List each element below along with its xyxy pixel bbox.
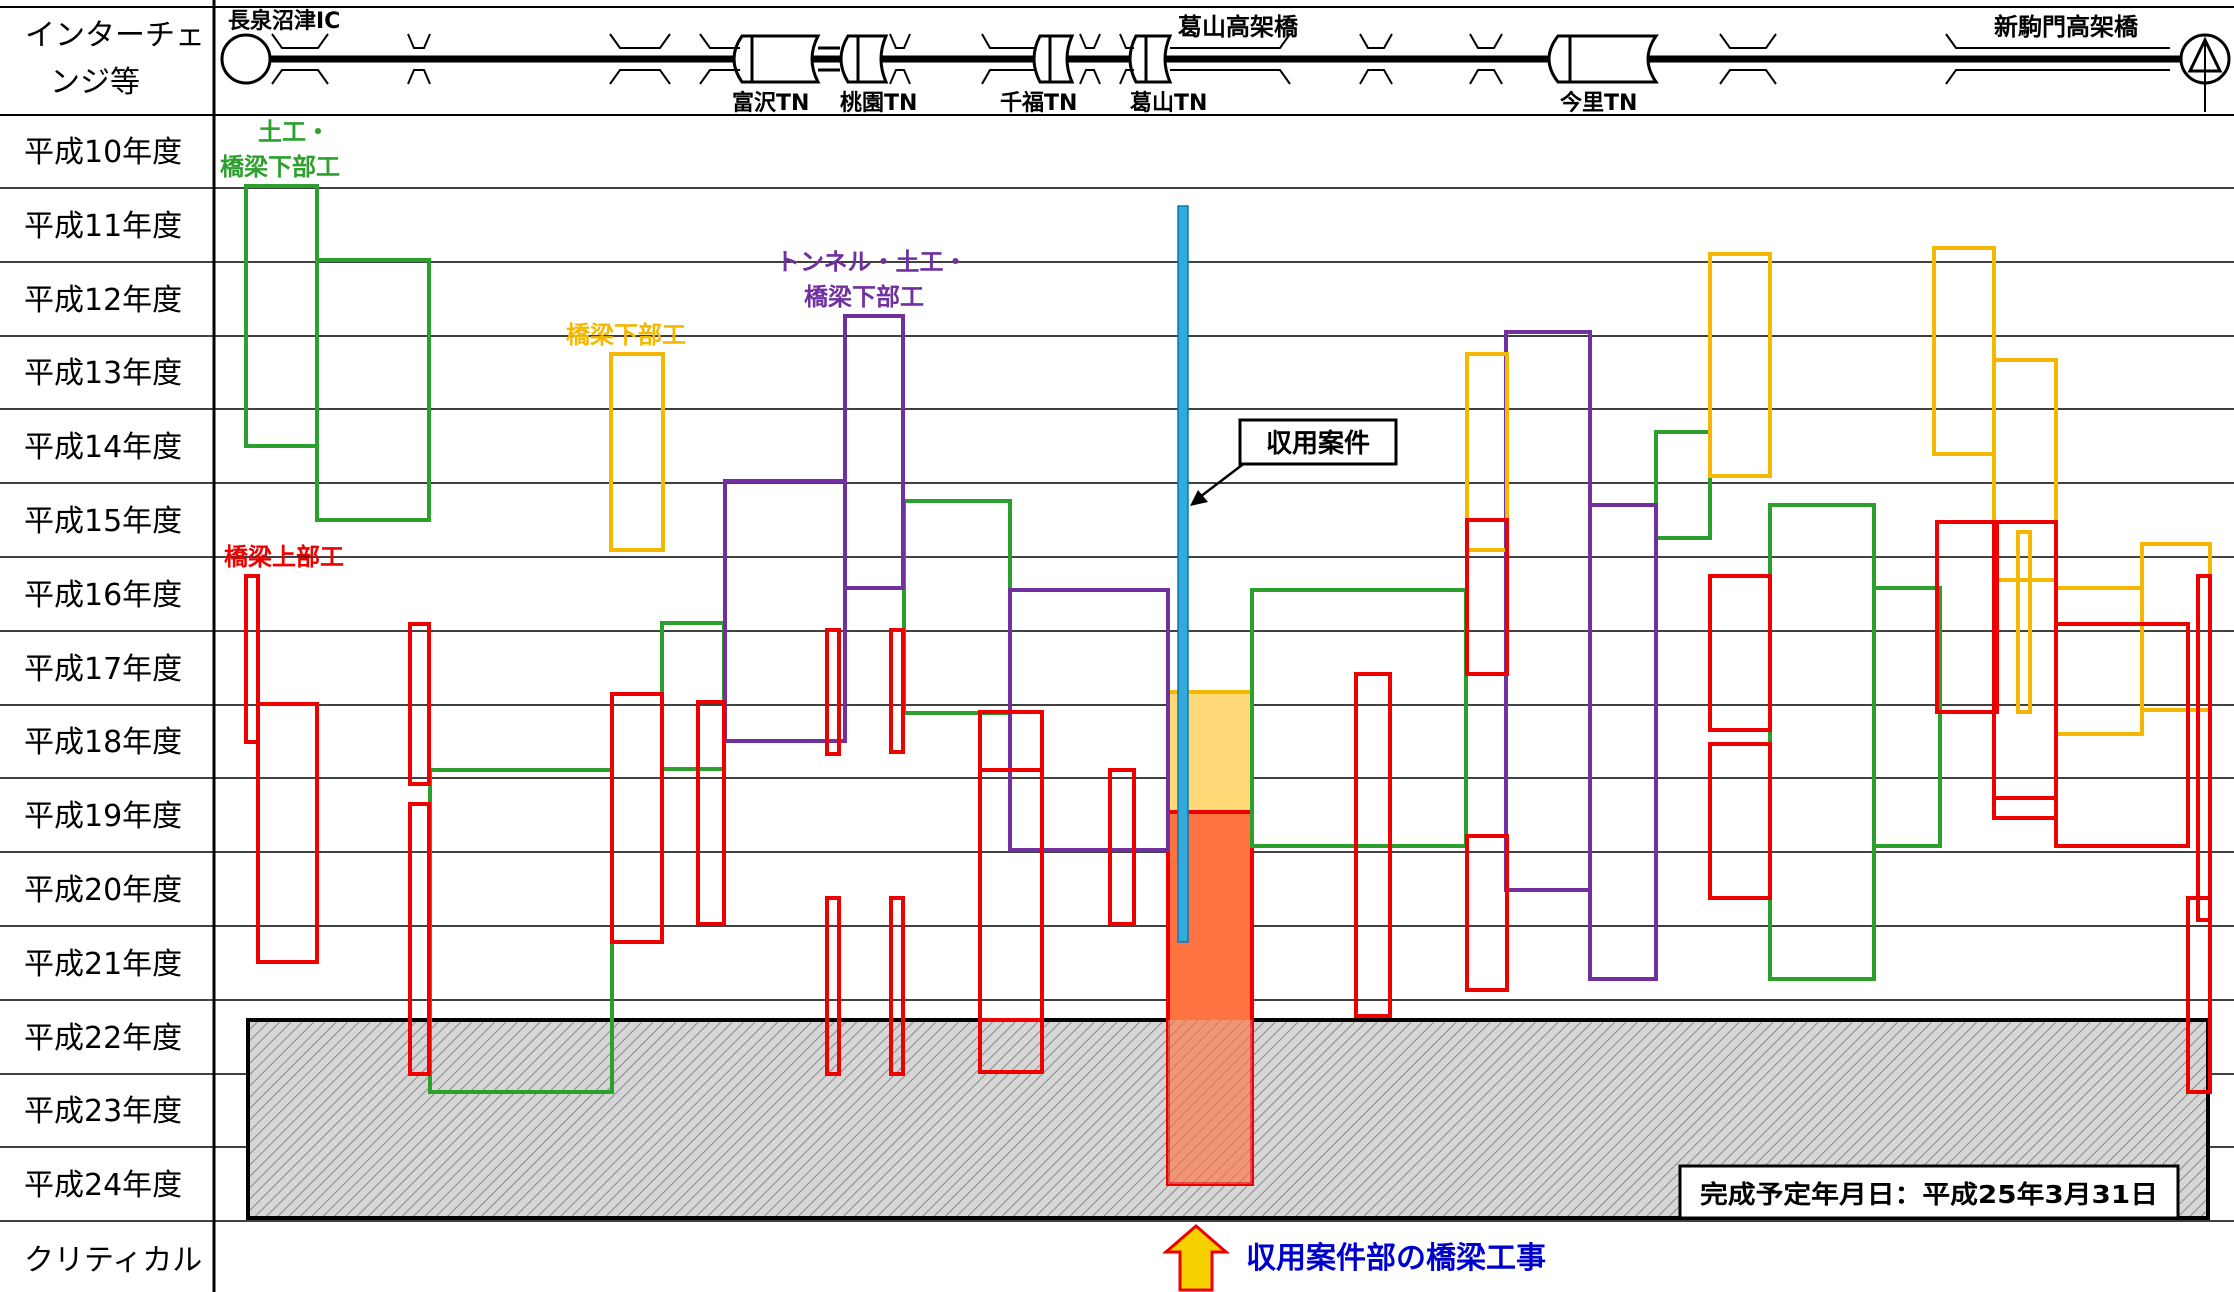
legend-label-tunnel-earthwork-line2: 橋梁下部工 [804,283,924,311]
legend-label-earthwork-bridge-sub-line1: 土工・ [258,118,330,146]
station-label: 桃園TN [840,91,917,116]
row-label: 平成12年度 [24,283,182,318]
row-label: 平成17年度 [24,652,182,687]
critical-arrow-icon [1161,1224,1231,1292]
callout-label: 収用案件 [1266,428,1370,459]
schedule-bar [1504,330,1592,892]
expropriation-period-bar [1177,205,1189,943]
row-label: 平成18年度 [24,725,182,760]
interchange-row-label-line2: ンジ等 [50,65,140,100]
legend-label-tunnel-earthwork-line1: トンネル・土工・ [776,248,968,276]
schedule-bar [408,622,431,786]
schedule-bar [1108,768,1136,926]
schedule-bar [408,802,431,1076]
schedule-bar [1465,834,1509,992]
completion-date-label: 完成予定年月日：平成25年3月31日 [1700,1180,2158,1209]
schedule-bar [315,258,431,522]
schedule-bar [1588,503,1658,981]
schedule-bar [1008,588,1170,852]
expropriation-section-blocks [1166,690,1254,1186]
interchange-row-label-line1: インターチェ [25,18,205,53]
bridge-superstructure-bars [244,518,2212,1094]
row-label: 平成19年度 [24,799,182,834]
schedule-bar [1768,503,1876,981]
category-labels: 土工・ 橋梁下部工 トンネル・土工・ 橋梁下部工 橋梁下部工 橋梁上部工 [220,118,968,571]
station-label: 新駒門高架橋 [1994,13,2139,41]
row-label: 平成10年度 [24,135,182,170]
schedule-bar [1708,574,1772,732]
schedule-bar [696,700,726,926]
schedule-bar [244,574,260,744]
earthwork-bridge-sub-bars [244,184,1942,1094]
row-label: 平成13年度 [24,356,182,391]
bridge-substructure-bars [609,246,2212,736]
station-label: 千福TN [1000,91,1077,116]
bridge-symbols [271,33,2170,85]
schedule-bar [889,628,905,754]
station-label: 葛山TN [1129,91,1207,116]
row-label: 平成11年度 [24,209,182,244]
schedule-bar [1465,518,1509,676]
schedule-bar [2016,530,2032,714]
row-label: 平成16年度 [24,578,182,613]
schedule-bar [723,479,847,743]
station-label: 今里TN [1560,90,1637,116]
station-label: 長泉沼津IC [228,8,340,34]
schedule-bar [1654,430,1712,540]
schedule-bar [2054,586,2144,736]
schedule-bar [1465,352,1509,552]
legend-label-earthwork-bridge-sub-line2: 橋梁下部工 [220,153,340,181]
interchange-start-icon [220,33,272,85]
schedule-bar [1992,358,2058,582]
tunnel-icon-kuzuyama [1128,34,1173,84]
schedule-bar [2196,574,2212,922]
row-label: 平成22年度 [24,1021,182,1056]
schedule-bar [1992,520,2058,820]
row-label: 平成23年度 [24,1094,182,1129]
schedule-bar [1708,742,1772,900]
schedule-bar [978,768,1044,1022]
arrow-head-icon [1190,490,1208,506]
station-label: 富沢TN [732,90,809,116]
critical-row-label: クリティカル [24,1243,202,1278]
route-strip: 長泉沼津IC 富沢TN 桃園TN 千福TN 葛山TN 葛山高架橋 今里TN 新駒… [220,8,2231,116]
schedule-bar [2054,622,2190,848]
schedule-bar [1935,520,1999,714]
tunnel-icon-senpuku [1032,34,1075,84]
callout-box [1238,418,1398,466]
completion-date-box [1678,1164,2180,1220]
schedule-bar [1708,252,1772,478]
critical-path-marker: 収用案件部の橋梁工事 [1161,1224,1546,1292]
schedule-bar [609,352,665,552]
schedule-bar [902,499,1012,715]
legend-label-bridge-superstructure: 橋梁上部工 [224,543,344,571]
row-label: 平成15年度 [24,504,182,539]
schedule-bar [1250,588,1468,848]
schedule-bar [843,314,905,590]
schedule-bar [244,184,319,448]
schedule-bar [825,896,841,1076]
row-label: 平成21年度 [24,947,182,982]
row-label: 平成14年度 [24,430,182,465]
schedule-bar [1932,246,1996,456]
row-label: 平成24年度 [24,1168,182,1203]
tunnel-icon-momozono [839,34,889,84]
tunnel-icon-imazato [1547,34,1659,84]
schedule-bar [825,628,841,756]
critical-note: 収用案件部の橋梁工事 [1246,1241,1546,1276]
schedule-bar [256,702,319,964]
legend-label-bridge-substructure: 橋梁下部工 [566,321,686,349]
row-header-column: インターチェ ンジ等 平成10年度 平成11年度 平成12年度 平成13年度 平… [24,18,205,1278]
station-label: 葛山高架橋 [1178,13,1299,41]
schedule-bar [889,896,905,1076]
schedule-bar [610,692,664,944]
expropriation-callout: 収用案件 [1190,418,1398,506]
schedule-bar [1992,796,2058,820]
schedule-bar [1354,672,1392,1018]
row-label: 平成20年度 [24,873,182,908]
schedule-bar [1872,586,1942,848]
schedule-bar [660,621,726,771]
